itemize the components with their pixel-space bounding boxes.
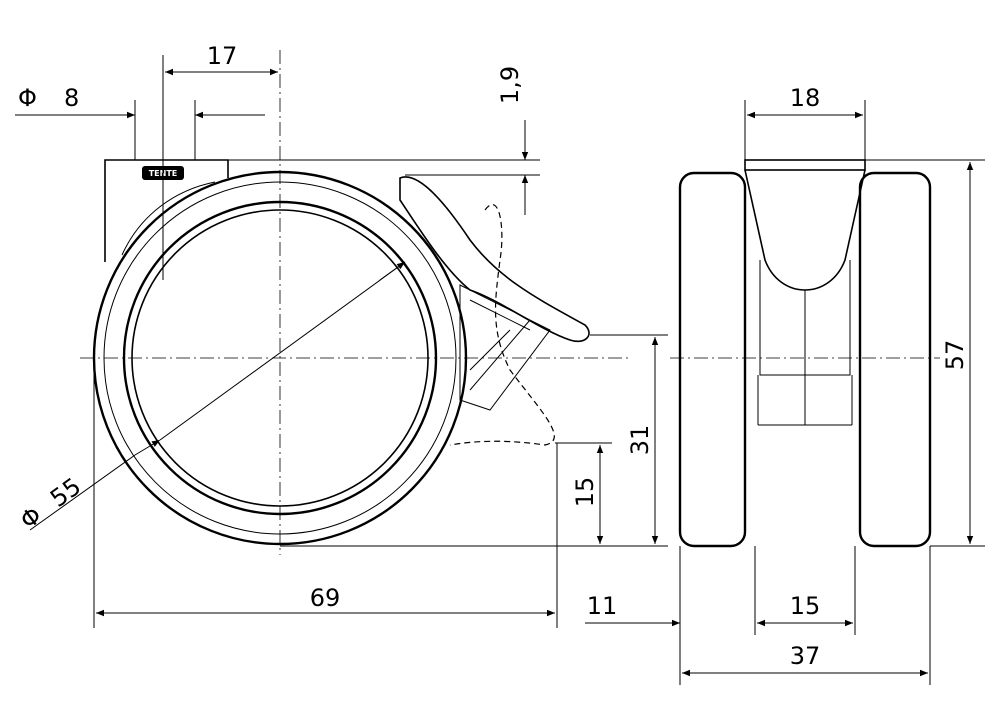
dim-line-phi55 <box>379 261 406 281</box>
diameter-symbol-wheel: Φ <box>15 501 47 535</box>
dim-wheel-diameter: 55 <box>45 472 86 513</box>
housing-edge <box>121 181 216 256</box>
dim-line-phi55 <box>134 439 161 456</box>
wheel-rim <box>122 200 438 516</box>
dim-fork-width: 18 <box>790 84 821 112</box>
brake-lever <box>399 176 590 343</box>
dim-wheel-gap: 15 <box>790 592 821 620</box>
brake-released-position <box>449 204 555 446</box>
right-wheel <box>858 171 932 548</box>
brake-body <box>459 284 551 411</box>
dim-axle-diameter: 8 <box>64 84 79 112</box>
dim-line-phi55 <box>159 261 406 441</box>
left-wheel <box>678 171 747 548</box>
front-view <box>670 159 940 548</box>
diameter-symbol: Φ <box>18 84 37 112</box>
dim-brake-offset: 11 <box>587 592 618 620</box>
dim-brake-bottom: 15 <box>571 477 599 508</box>
wheel-hub <box>131 209 429 507</box>
dim-hub-offset: 17 <box>207 42 238 70</box>
dim-line-phi55 <box>29 454 136 531</box>
dim-brake-height: 31 <box>626 425 654 456</box>
mounting-plate <box>104 159 229 262</box>
dim-plate-thickness: 1,9 <box>496 66 524 104</box>
dim-overall-height: 57 <box>941 340 969 371</box>
top-plate <box>744 159 866 171</box>
fork <box>744 169 866 291</box>
dimensions: 17 Φ 8 1,9 18 57 31 15 Φ 55 <box>15 42 985 685</box>
brake-detail <box>469 299 531 391</box>
wheel-tread-line <box>103 181 457 535</box>
dim-overall-length: 69 <box>310 584 341 612</box>
dim-overall-width: 37 <box>790 642 821 670</box>
